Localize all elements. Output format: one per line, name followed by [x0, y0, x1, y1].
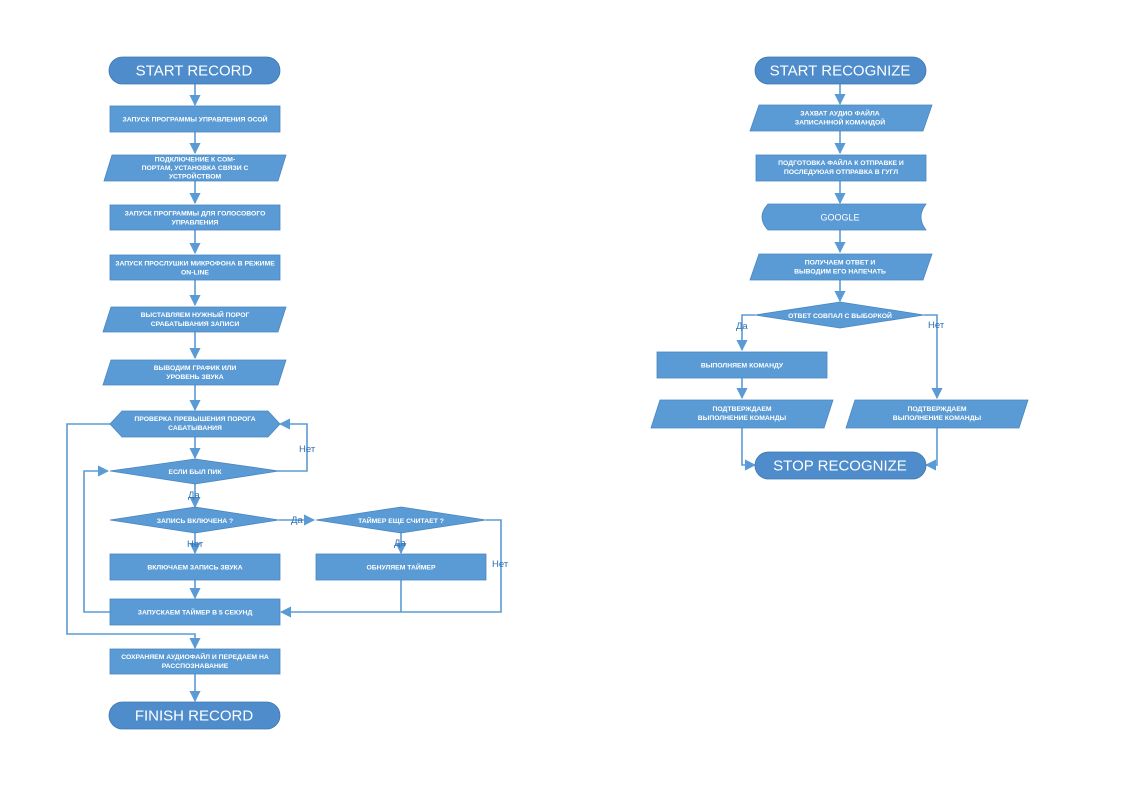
finish-record-terminal: FINISH RECORD [108, 701, 281, 730]
step-label-line: ЗАПУСК ПРОСЛУШКИ МИКРОФОНА В РЕЖИМЕ [115, 261, 275, 268]
step-label-line: ВЫВОДИМ ЕГО НАПЕЧАТЬ [794, 269, 886, 276]
match-check-decision: ОТВЕТ СОВПАЛ С ВЫБОРКОЙ [754, 301, 925, 329]
step-label-line: ПОДТВЕРЖДАЕМ [907, 406, 966, 413]
step-label-line: ВЫСТАВЛЯЕМ НУЖНЫЙ ПОРОГ [141, 310, 250, 319]
recognize-connectors [736, 83, 943, 471]
step-label-line: ПРОВЕРКА ПРЕВЫШЕНИЯ ПОРОГА [134, 416, 255, 423]
branch-label-no: Нет [928, 320, 945, 331]
timer-running-decision: ТАЙМЕР ЕЩЕ СЧИТАЕТ ? [315, 506, 487, 534]
branch-label-no: Нет [187, 539, 204, 550]
threshold-check-preparation: ПРОВЕРКА ПРЕВЫШЕНИЯ ПОРОГА САБАТЫВАНИЯ [109, 410, 281, 438]
step-label-line: СОХРАНЯЕМ АУДИОФАЙЛ И ПЕРЕДАЕМ НА [121, 652, 269, 661]
step-label-line: ПОДКЛЮЧЕНИЕ К COM- [155, 157, 235, 164]
decision-label: ЕСЛИ БЫЛ ПИК [169, 469, 223, 476]
peak-check-decision: ЕСЛИ БЫЛ ПИК [109, 458, 280, 485]
step-label-line: ВЫПОЛНЕНИЕ КОМАНДЫ [893, 415, 982, 422]
finish-record-label: FINISH RECORD [135, 708, 254, 725]
connector-yes-left [736, 314, 755, 352]
step-label-line: ПОРТАМ, УСТАНОВКА СВЯЗИ С [142, 165, 249, 172]
branch-label-yes: Да [394, 538, 406, 549]
process-step: ВЫПОЛНЯЕМ КОМАНДУ [656, 351, 828, 379]
process-step: ПОДГОТОВКА ФАЙЛА К ОТПРАВКЕ И ПОСЛЕДУЮАЯ… [755, 154, 927, 182]
decision-label: ЗАПИСЬ ВКЛЮЧЕНА ? [157, 518, 233, 525]
io-step: ВЫВОДИМ ГРАФИК ИЛИ УРОВЕНЬ ЗВУКА [102, 359, 287, 386]
step-label-line: ВЫПОЛНЕНИЕ КОМАНДЫ [698, 415, 787, 422]
process-step: ЗАПУСК ПРОГРАММЫ ДЛЯ ГОЛОСОВОГО УПРАВЛЕН… [109, 204, 281, 231]
step-label-line: ПОДТВЕРЖДАЕМ [712, 406, 771, 413]
google-stored-data: GOOGLE [761, 203, 927, 231]
google-label: GOOGLE [820, 213, 859, 223]
step-label: ЗАПУСК ПРОГРАММЫ УПРАВЛЕНИЯ ОСОЙ [122, 115, 267, 124]
io-step: ПОДКЛЮЧЕНИЕ К COM- ПОРТАМ, УСТАНОВКА СВЯ… [103, 154, 287, 182]
step-label-line: САБАТЫВАНИЯ [168, 425, 222, 432]
connector-no-route [279, 519, 502, 618]
step-label-line: УРОВЕНЬ ЗВУКА [166, 374, 223, 381]
stop-recognize-label: STOP RECOGNIZE [773, 458, 907, 475]
step-label-line: УСТРОЙСТВОМ [169, 172, 222, 181]
decision-label: ТАЙМЕР ЕЩЕ СЧИТАЕТ ? [358, 516, 444, 525]
io-step: ПОДТВЕРЖДАЕМ ВЫПОЛНЕНИЕ КОМАНДЫ [845, 399, 1029, 429]
start-recognize-terminal: START RECOGNIZE [754, 56, 927, 85]
connector-loop-back [83, 465, 110, 613]
process-step: ВКЛЮЧАЕМ ЗАПИСЬ ЗВУКА [109, 553, 281, 581]
io-step: ЗАХВАТ АУДИО ФАЙЛА ЗАПИСАННОЙ КОМАНДОЙ [749, 104, 933, 132]
step-label-line: УПРАВЛЕНИЯ [172, 220, 219, 227]
process-step: ЗАПУСК ПРОГРАММЫ УПРАВЛЕНИЯ ОСОЙ [109, 105, 281, 133]
step-label-line: ЗАХВАТ АУДИО ФАЙЛА [800, 109, 880, 118]
start-record-terminal: START RECORD [108, 56, 281, 85]
step-label: ВКЛЮЧАЕМ ЗАПИСЬ ЗВУКА [147, 565, 242, 572]
recognize-flowchart: START RECOGNIZE ЗАХВАТ АУДИО ФАЙЛА ЗАПИС… [650, 56, 1029, 480]
connector-no-right [924, 314, 943, 400]
branch-label-yes: Да [188, 490, 200, 501]
process-step: ОБНУЛЯЕМ ТАЙМЕР [315, 553, 487, 581]
io-step: ПОЛУЧАЕМ ОТВЕТ И ВЫВОДИМ ЕГО НАПЕЧАТЬ [749, 253, 933, 281]
step-label: ОБНУЛЯЕМ ТАЙМЕР [366, 563, 436, 572]
connector-to-stop [741, 428, 757, 471]
step-label-line: ПОДГОТОВКА ФАЙЛА К ОТПРАВКЕ И [778, 158, 904, 167]
step-label-line: ВЫВОДИМ ГРАФИК ИЛИ [154, 365, 237, 372]
step-label-line: РАССПОЗНАВАНИЕ [162, 663, 229, 670]
step-label-line: СРАБАТЫВАНИЯ ЗАПИСИ [151, 321, 240, 328]
process-step: ЗАПУСКАЕМ ТАЙМЕР В 5 СЕКУНД [109, 598, 281, 626]
io-step: ВЫСТАВЛЯЕМ НУЖНЫЙ ПОРОГ СРАБАТЫВАНИЯ ЗАП… [102, 306, 287, 333]
start-recognize-label: START RECOGNIZE [770, 63, 911, 80]
step-label-line: ЗАПИСАННОЙ КОМАНДОЙ [795, 118, 885, 127]
step-label-line: ЗАПУСК ПРОГРАММЫ ДЛЯ ГОЛОСОВОГО [125, 211, 266, 218]
branch-label-yes: Да [291, 515, 303, 526]
process-step: ЗАПУСК ПРОСЛУШКИ МИКРОФОНА В РЕЖИМЕ ON-L… [109, 254, 281, 281]
record-flowchart: START RECORD ЗАПУСК ПРОГРАММЫ УПРАВЛЕНИЯ… [66, 56, 509, 730]
start-record-label: START RECORD [136, 63, 253, 80]
record-connectors [66, 83, 502, 703]
step-label-line: ПОСЛЕДУЮАЯ ОТПРАВКА В ГУГЛ [784, 169, 898, 176]
branch-label-yes: Да [736, 321, 748, 332]
connector-no-loop [278, 418, 308, 472]
step-label: ВЫПОЛНЯЕМ КОМАНДУ [701, 363, 784, 370]
step-label-line: ON-LINE [181, 270, 209, 277]
stop-recognize-terminal: STOP RECOGNIZE [754, 451, 927, 480]
decision-label: ОТВЕТ СОВПАЛ С ВЫБОРКОЙ [788, 311, 892, 320]
io-step: ПОДТВЕРЖДАЕМ ВЫПОЛНЕНИЕ КОМАНДЫ [650, 399, 834, 429]
connector-to-stop [924, 428, 938, 471]
branch-label-no: Нет [299, 444, 316, 455]
step-label: ЗАПУСКАЕМ ТАЙМЕР В 5 СЕКУНД [138, 608, 253, 617]
process-step: СОХРАНЯЕМ АУДИОФАЙЛ И ПЕРЕДАЕМ НА РАССПО… [109, 648, 281, 675]
branch-label-no: Нет [492, 559, 509, 570]
recording-on-decision: ЗАПИСЬ ВКЛЮЧЕНА ? [109, 506, 280, 534]
step-label-line: ПОЛУЧАЕМ ОТВЕТ И [805, 260, 876, 267]
connector-outer-loop [66, 423, 201, 650]
